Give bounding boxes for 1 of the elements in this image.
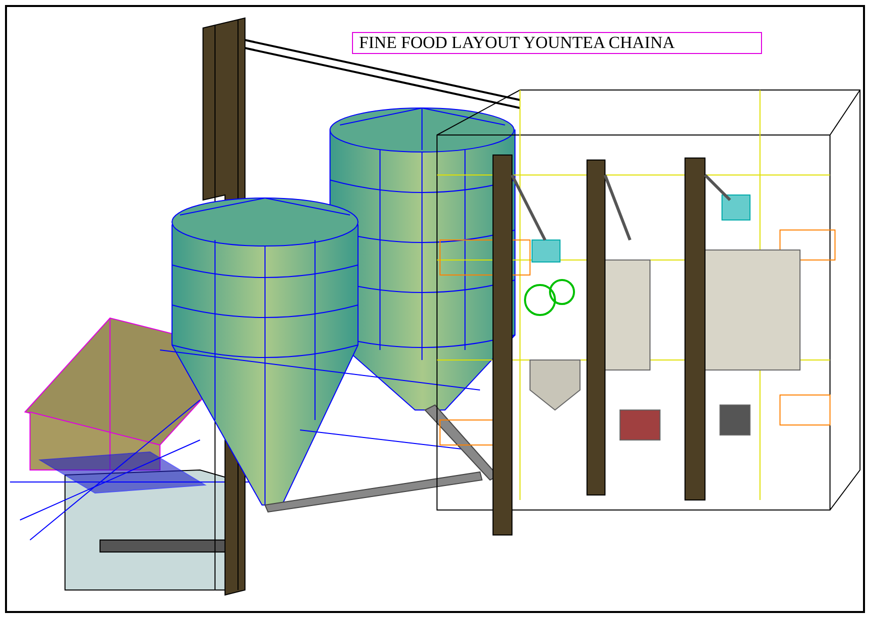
drawing-title: FINE FOOD LAYOUT YOUNTEA CHAINA: [352, 32, 762, 54]
